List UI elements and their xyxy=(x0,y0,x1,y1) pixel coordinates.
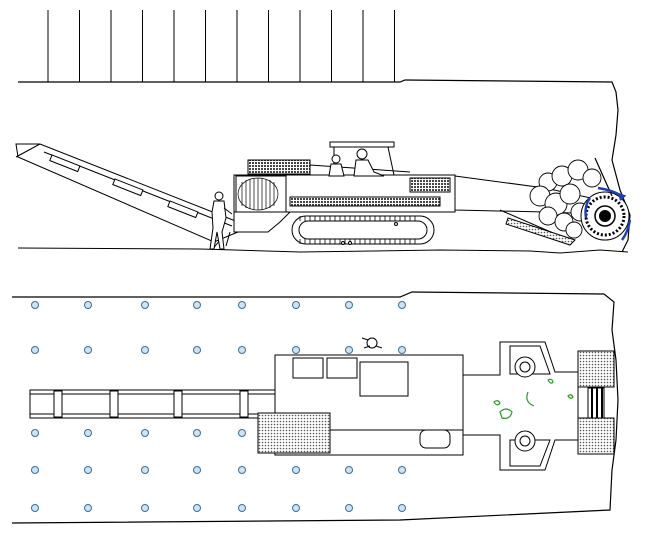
roof-bolt-marker xyxy=(31,301,39,309)
roof-bolt-marker xyxy=(345,504,353,512)
roof-bolt-marker xyxy=(238,429,246,437)
roof-bolt-marker xyxy=(141,429,149,437)
cutter-drum xyxy=(580,157,630,241)
roof-bolt-marker xyxy=(31,466,39,474)
roof-bolt-marker xyxy=(84,504,92,512)
roof-bolt-marker xyxy=(398,301,406,309)
roof-bolt-marker xyxy=(31,346,39,354)
roof-bolts xyxy=(47,10,395,82)
roof-bolt-marker xyxy=(84,466,92,474)
roof-bolt-marker xyxy=(398,346,406,354)
roof-bolt-marker xyxy=(193,301,201,309)
top-vent xyxy=(247,159,311,175)
roof-bolt-marker xyxy=(31,504,39,512)
roof-bolt-marker xyxy=(398,504,406,512)
conveyor-plan xyxy=(29,389,276,419)
radiator-grille xyxy=(237,177,279,211)
roof-bolt-marker xyxy=(193,346,201,354)
machine-plan-body xyxy=(257,354,464,456)
roof-bolt-marker xyxy=(84,346,92,354)
roof-bolt-marker xyxy=(84,301,92,309)
roof-bolt-marker xyxy=(193,504,201,512)
roof-bolt-marker xyxy=(345,346,353,354)
roof-bolt-marker xyxy=(193,429,201,437)
side-elevation-view xyxy=(15,10,632,254)
machine-body xyxy=(233,159,456,233)
plan-view xyxy=(11,291,619,524)
tunnel-outline xyxy=(11,291,619,524)
mine-floor-line xyxy=(17,247,629,254)
lower-vent xyxy=(289,196,441,207)
roof-bolt-marker xyxy=(292,346,300,354)
roof-bolt-marker xyxy=(141,466,149,474)
roof-bolt-marker xyxy=(238,346,246,354)
roof-bolt-marker xyxy=(193,466,201,474)
worker-figure xyxy=(209,191,233,250)
roof-bolt-marker xyxy=(292,466,300,474)
roof-bolt-marker xyxy=(345,301,353,309)
crawler-track xyxy=(291,215,435,245)
roof-bolt-marker xyxy=(292,301,300,309)
roof-bolt-marker xyxy=(31,429,39,437)
roof-bolt-marker xyxy=(84,429,92,437)
cutter-head-plan xyxy=(462,341,615,471)
overhead-figure xyxy=(361,337,383,349)
roof-bolt-marker xyxy=(141,504,149,512)
cut-debris xyxy=(493,378,574,419)
engine-hatch xyxy=(257,412,331,454)
roof-bolt-marker xyxy=(141,301,149,309)
roof-bolt-marker xyxy=(238,504,246,512)
roof-bolt-marker xyxy=(141,346,149,354)
side-vent xyxy=(409,177,451,193)
engine-cover xyxy=(235,175,287,213)
mine-roof-line xyxy=(18,79,631,253)
roof-bolt-marker xyxy=(292,504,300,512)
discharge-conveyor xyxy=(15,143,239,251)
roof-bolt-marker xyxy=(345,466,353,474)
rotation-arrow xyxy=(584,186,632,241)
operator-figure xyxy=(328,148,385,177)
roof-bolt-marker xyxy=(238,301,246,309)
roof-bolt-marker xyxy=(398,466,406,474)
roof-bolt-marker xyxy=(238,466,246,474)
track-links xyxy=(299,216,416,244)
